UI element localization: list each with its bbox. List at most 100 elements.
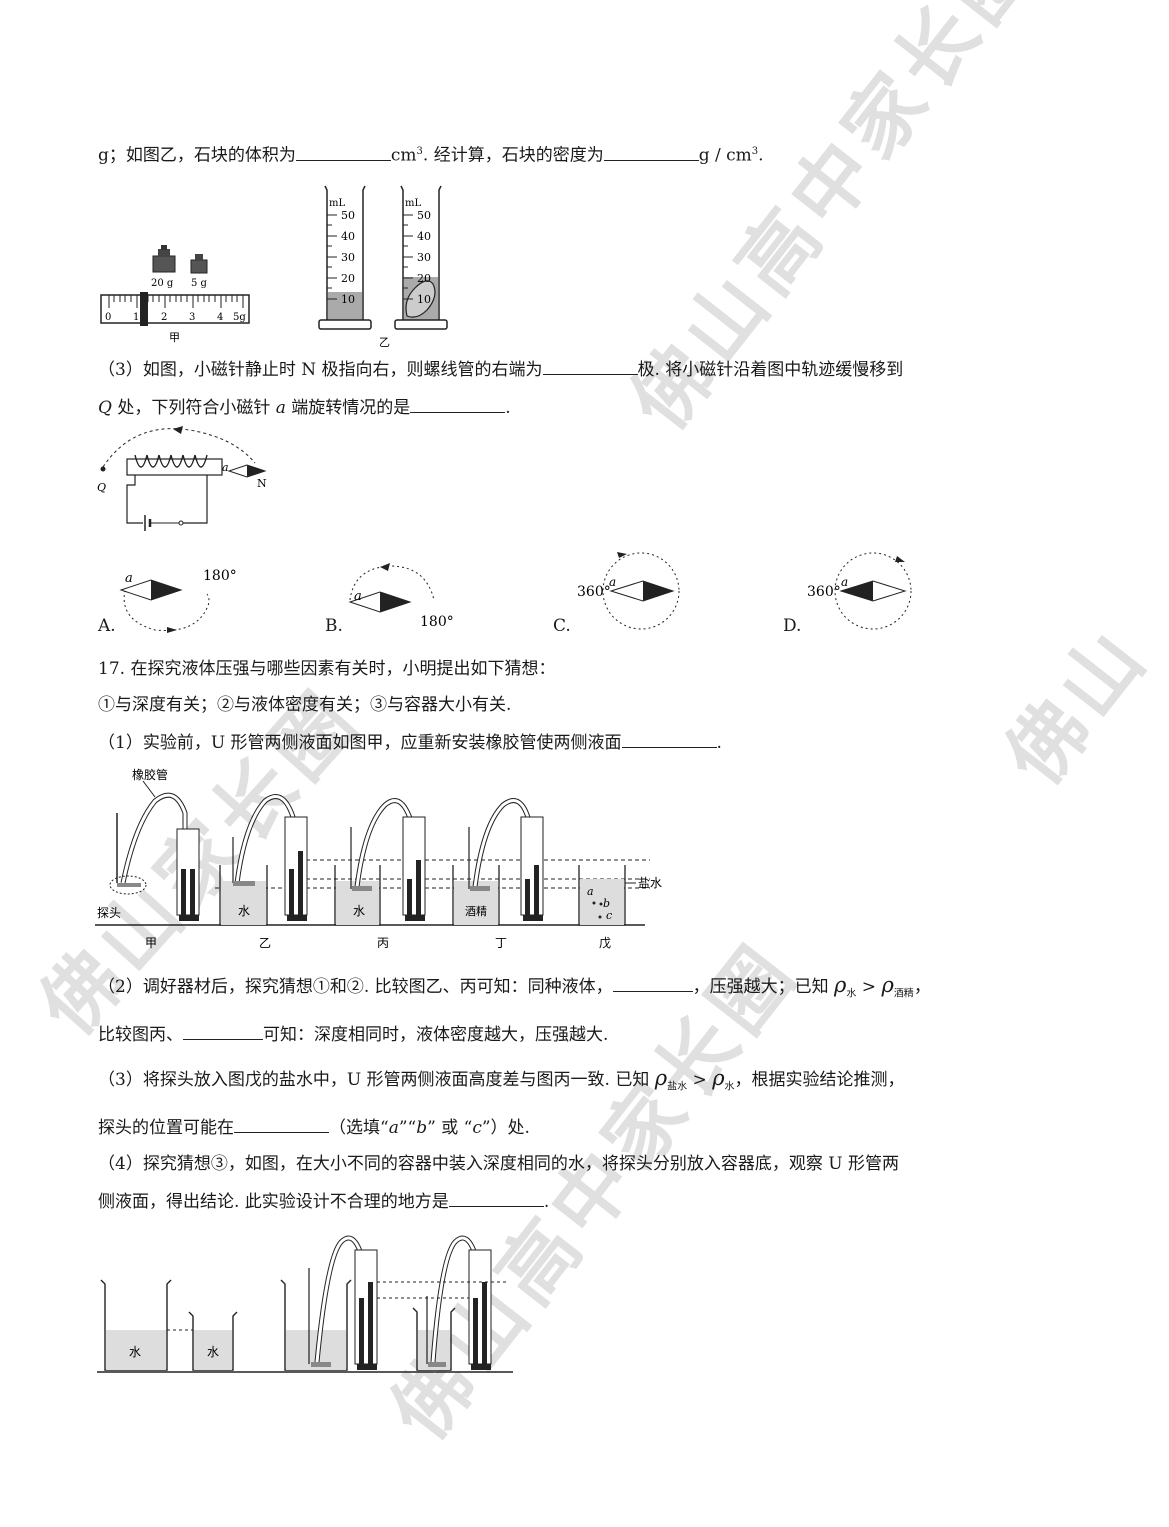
option-b[interactable]: B.: [325, 616, 343, 636]
figure-label: 丙: [377, 936, 389, 950]
label-brine: 盐水: [638, 876, 662, 890]
tick-label: 40: [417, 230, 431, 243]
subscript: 水: [724, 1081, 735, 1093]
unit-label: mL: [329, 198, 345, 209]
q17-part4-line2: 侧液面，得出结论. 此实验设计不合理的地方是.: [98, 1188, 549, 1214]
superscript: 3: [751, 146, 759, 157]
unit: g / cm: [698, 145, 752, 166]
tick-label: 10: [417, 293, 431, 306]
label-probe: 探头: [97, 906, 121, 920]
text: ”）处.: [481, 1118, 530, 1138]
tick-label: 50: [417, 209, 431, 222]
weight-20g: [152, 255, 176, 273]
answer-blank[interactable]: [612, 973, 693, 992]
q16-part3-line2: Q 处，下列符合小磁针 a 端旋转情况的是.: [98, 394, 511, 420]
answer-blank[interactable]: [234, 1114, 329, 1133]
rho: ρ: [712, 1066, 725, 1090]
label-n: N: [257, 477, 267, 490]
unit: cm: [390, 145, 417, 166]
var-q: Q: [98, 398, 112, 418]
label-a: a: [841, 575, 848, 589]
unit-label: mL: [405, 198, 421, 209]
text: 探头的位置可能在: [98, 1118, 234, 1138]
q17-part3-line2: 探头的位置可能在（选填“a”“b” 或 “c”）处.: [98, 1114, 530, 1140]
figure-pressure-experiments: 橡胶管 探头 甲 水 乙 水 丙 酒精 丁 盐水 a b: [95, 767, 662, 950]
subscript: 盐水: [667, 1081, 688, 1093]
q17-hypotheses: ①与深度有关；②与液体密度有关；③与容器大小有关.: [98, 695, 512, 715]
option-a-figure: a 180°: [119, 568, 237, 633]
text: 端旋转情况的是: [285, 398, 411, 418]
answer-blank[interactable]: [295, 142, 391, 161]
text: ，根据实验结论推测，: [734, 1070, 905, 1090]
text: （3）将探头放入图戊的盐水中，U 形管两侧液面高度差与图丙一致. 已知: [98, 1070, 655, 1090]
tick-label: 3: [189, 312, 195, 323]
answer-blank[interactable]: [448, 1188, 544, 1207]
answer-blank[interactable]: [183, 1021, 263, 1040]
label-a: a: [354, 589, 362, 604]
label-water: 水: [129, 1345, 141, 1359]
var-a: a: [275, 398, 286, 418]
label-alcohol: 酒精: [465, 905, 487, 918]
point-c: c: [606, 909, 612, 922]
tick-label: 50: [341, 209, 355, 222]
option-d-figure: a 360°: [807, 552, 912, 630]
option-c[interactable]: C.: [553, 616, 571, 636]
angle-label: 360°: [807, 584, 841, 600]
option-d[interactable]: D.: [783, 616, 802, 636]
point-a: a: [587, 885, 594, 898]
stone: [405, 280, 436, 318]
tick-label: 30: [417, 251, 431, 264]
label-5g: 5 g: [191, 278, 208, 289]
tick-label: 20: [417, 272, 431, 285]
tick-label: 4: [217, 312, 223, 323]
text: （3）如图，小磁针静止时 N 极指向右，则螺线管的右端为: [98, 360, 543, 380]
text: （1）实验前，U 形管两侧液面如图甲，应重新安装橡胶管使两侧液面: [98, 733, 622, 753]
subscript: 水: [846, 988, 857, 1000]
text: 处，下列符合小磁针: [111, 398, 276, 418]
answer-blank[interactable]: [603, 142, 699, 161]
label-20g: 20 g: [151, 278, 174, 289]
superscript: 3: [416, 146, 423, 157]
tick-label: 30: [341, 251, 355, 264]
text: ，压强越大；已知: [692, 977, 835, 997]
figure-label: 乙: [259, 936, 271, 950]
answer-blank[interactable]: [621, 729, 717, 748]
label-a: a: [609, 575, 616, 589]
label-a: a: [222, 461, 229, 474]
answer-blank[interactable]: [410, 394, 506, 413]
text: g；如图乙，石块的体积为: [98, 145, 296, 166]
text: （2）调好器材后，探究猜想①和②. 比较图乙、丙可知：同种液体，: [98, 977, 613, 997]
text: ” 或 “: [427, 1118, 473, 1138]
text: >: [687, 1070, 713, 1090]
ruler: [100, 294, 250, 324]
label-q: Q: [97, 481, 106, 494]
label-water: 水: [207, 1345, 219, 1359]
figure-balance-jia: 20 g 5 g 0 1 2 3 4 5g 甲: [100, 245, 250, 344]
angle-label: 360°: [577, 584, 611, 600]
watermark: 佛山: [989, 610, 1167, 802]
label-a: a: [125, 571, 133, 586]
angle-label: 180°: [203, 568, 237, 584]
option-c-figure: a 360°: [577, 552, 680, 630]
label-rubber-tube: 橡胶管: [132, 767, 168, 782]
option-a[interactable]: A.: [98, 616, 116, 636]
label-water: 水: [353, 904, 365, 918]
text: .: [758, 145, 764, 166]
figure-label: 丁: [495, 936, 507, 950]
q17-part2-line1: （2）调好器材后，探究猜想①和②. 比较图乙、丙可知：同种液体， ，压强越大；已知…: [98, 973, 931, 1006]
q17-part4-line1: （4）探究猜想③，如图，在大小不同的容器中装入深度相同的水，将探头分别放入容器底…: [98, 1154, 899, 1174]
rho: ρ: [881, 973, 894, 997]
text: ，: [913, 977, 931, 997]
text: ”“: [398, 1118, 417, 1138]
var: c: [472, 1118, 482, 1138]
solenoid-core: [126, 458, 223, 476]
q17-part1: （1）实验前，U 形管两侧液面如图甲，应重新安装橡胶管使两侧液面.: [98, 729, 722, 755]
text: .: [716, 733, 722, 753]
answer-blank[interactable]: [542, 356, 638, 375]
figure-container-size: 水 水: [97, 1235, 513, 1373]
point-b: b: [603, 897, 610, 910]
text: 极. 将小磁针沿着图中轨迹缓慢移到: [637, 360, 904, 380]
q17-title: 17. 在探究液体压强与哪些因素有关时，小明提出如下猜想：: [98, 659, 556, 679]
q17-part2-line2: 比较图丙、可知：深度相同时，液体密度越大，压强越大.: [98, 1021, 608, 1047]
